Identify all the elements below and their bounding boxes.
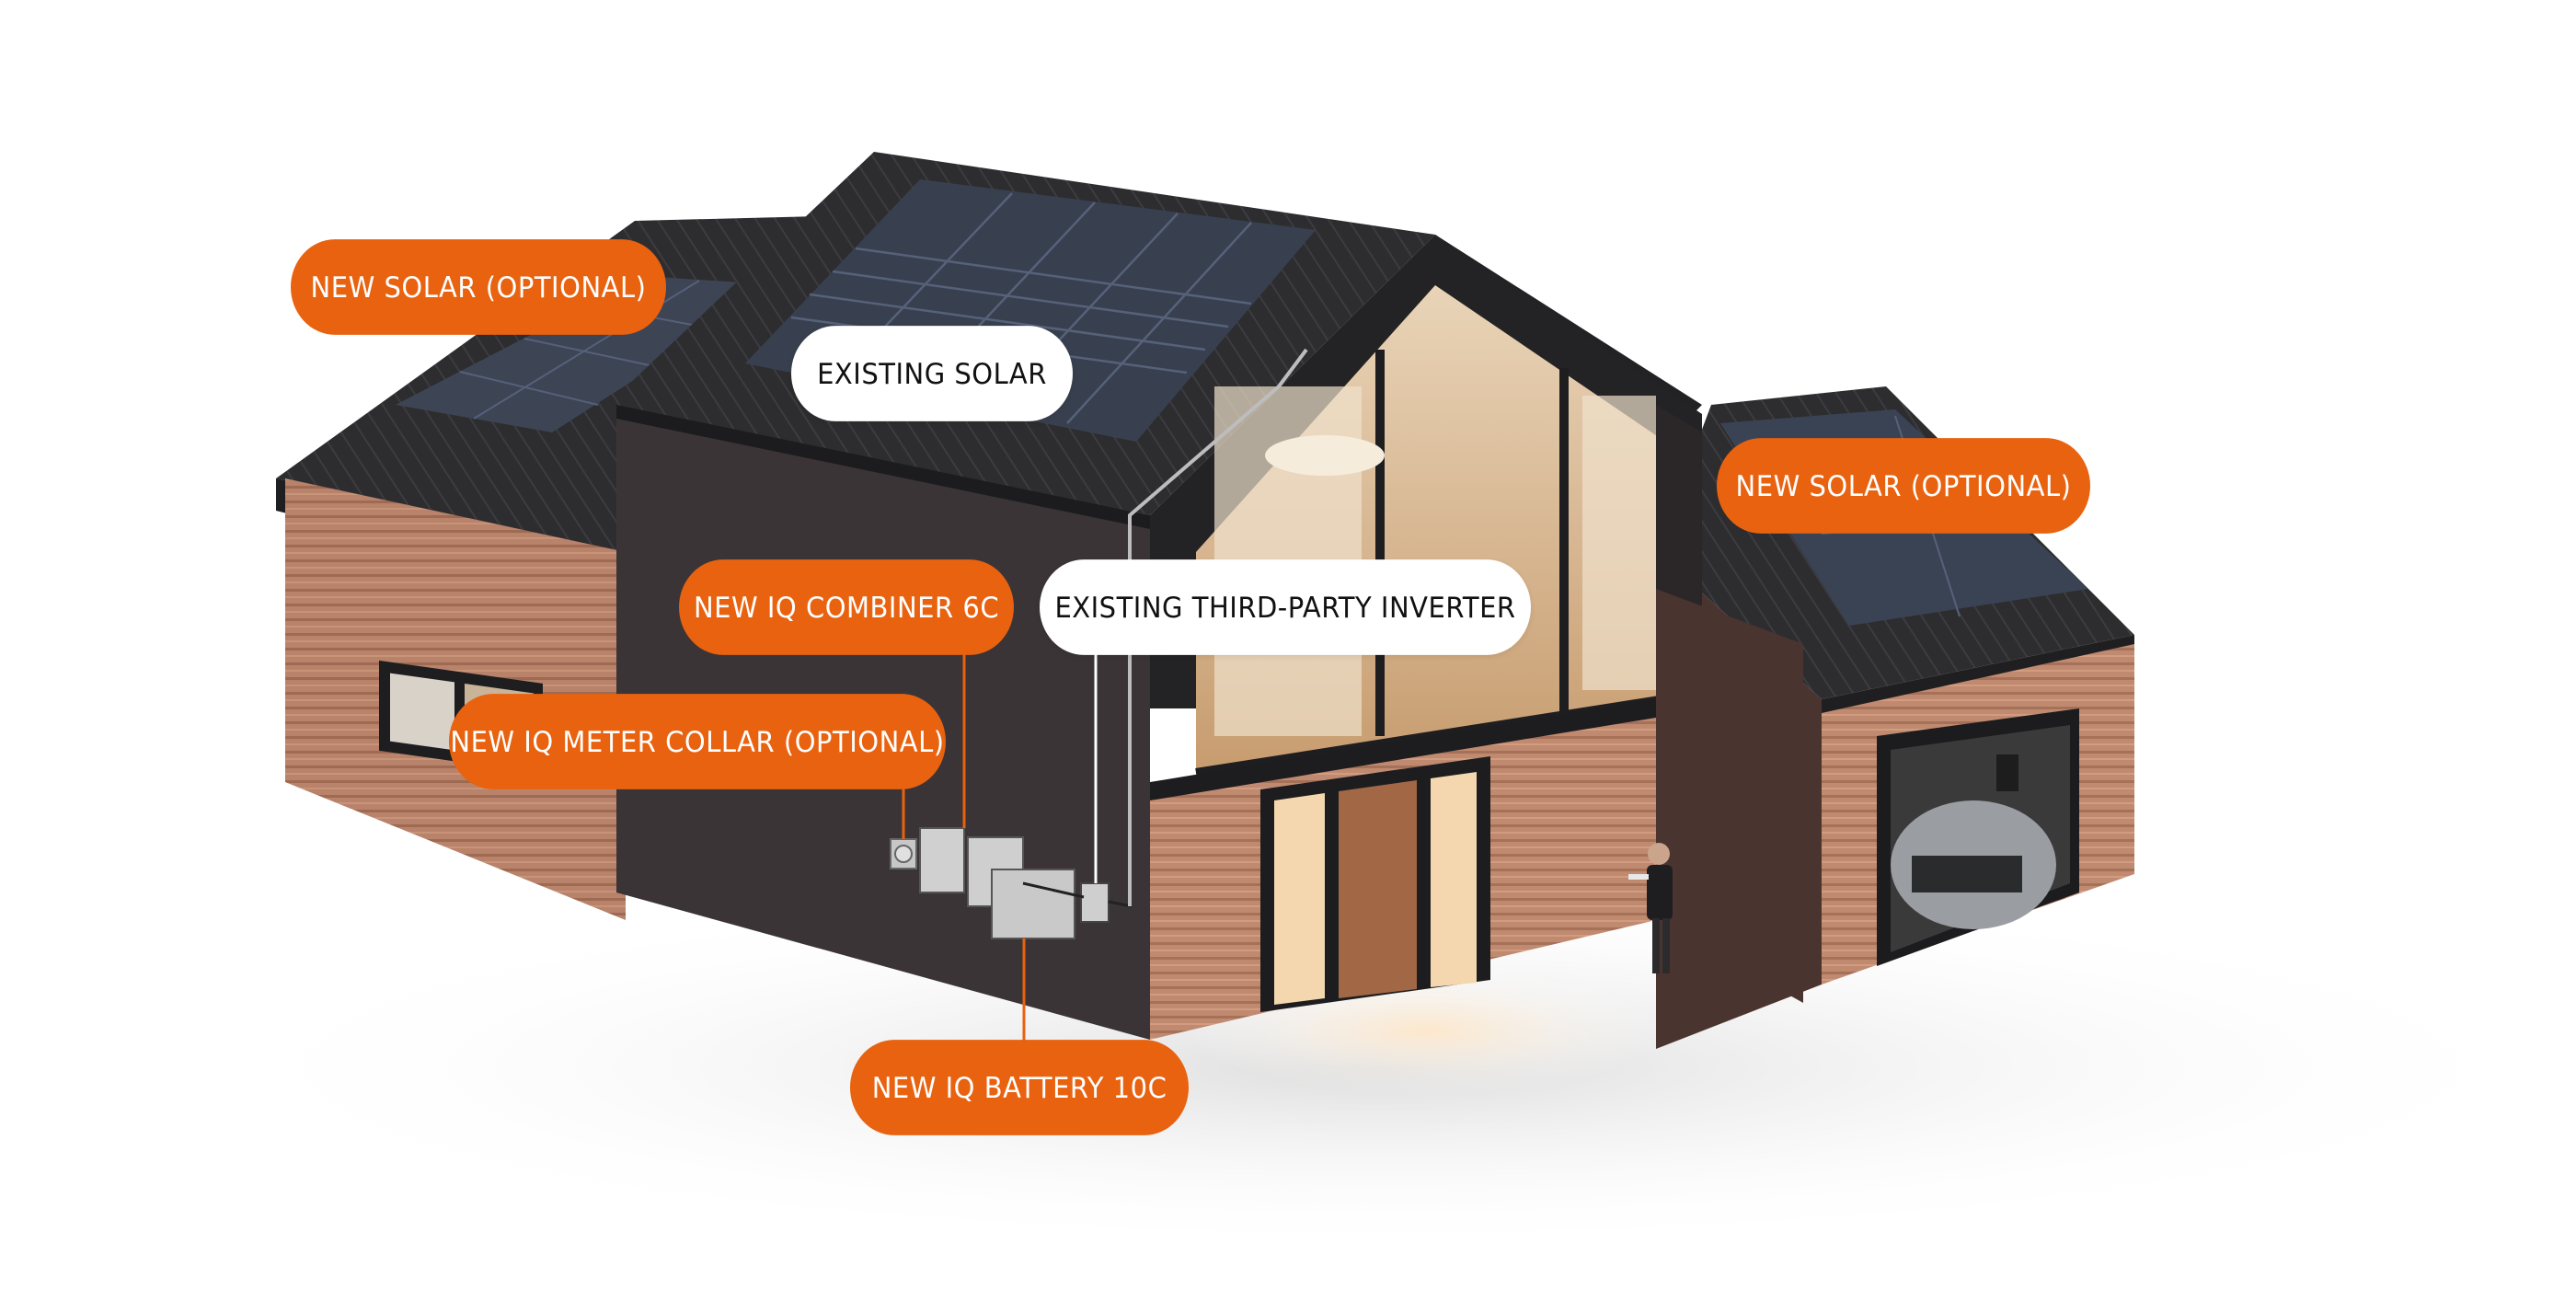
new-solar-right-label: NEW SOLAR (OPTIONAL) <box>1717 438 2090 534</box>
inverter-device <box>1080 882 1110 923</box>
meter-collar-label: NEW IQ METER COLLAR (OPTIONAL) <box>449 694 946 789</box>
solar-panel-left <box>396 276 782 432</box>
combiner-device <box>919 827 965 893</box>
new-solar-left-label: NEW SOLAR (OPTIONAL) <box>291 239 666 335</box>
combiner-label: NEW IQ COMBINER 6C <box>679 559 1014 655</box>
equipment <box>890 827 1133 939</box>
person <box>1628 843 1673 973</box>
existing-solar-label: EXISTING SOLAR <box>791 326 1073 421</box>
inverter-label: EXISTING THIRD-PARTY INVERTER <box>1040 559 1531 655</box>
battery-device <box>991 869 1075 939</box>
battery-label: NEW IQ BATTERY 10C <box>850 1040 1189 1135</box>
